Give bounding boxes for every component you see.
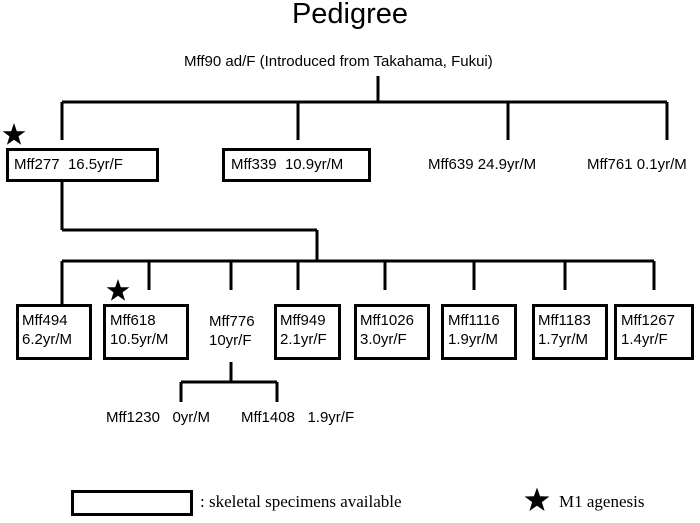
label-mff761: Mff761 0.1yr/M — [587, 155, 687, 174]
id-mff618: Mff618 — [110, 312, 156, 329]
label-mff1267: Mff1267 1.4yr/F — [621, 311, 675, 349]
info-mff1026: 3.0yr/F — [360, 331, 407, 348]
id-mff761: Mff761 — [587, 156, 633, 173]
id-mff494: Mff494 — [22, 312, 68, 329]
box-mff1026 — [354, 304, 430, 360]
id-mff277: Mff277 — [14, 156, 60, 173]
box-mff618 — [103, 304, 189, 360]
diagram-title: Pedigree — [291, 0, 409, 30]
label-mff1116: Mff1116 1.9yr/M — [448, 311, 500, 349]
label-mff949: Mff949 2.1yr/F — [280, 311, 327, 349]
box-mff1267 — [614, 304, 694, 360]
box-mff339 — [222, 148, 371, 182]
star-icon-mff618 — [106, 279, 130, 301]
box-mff277 — [6, 148, 159, 182]
founder-label: Mff90 ad/F (Introduced from Takahama, Fu… — [184, 53, 493, 70]
label-mff277: Mff277 16.5yr/F — [14, 155, 123, 174]
info-mff494: 6.2yr/M — [22, 331, 73, 348]
box-mff1116 — [441, 304, 517, 360]
info-mff949: 2.1yr/F — [280, 331, 327, 348]
legend-box-text: : skeletal specimens available — [200, 492, 402, 511]
id-mff639: Mff639 — [428, 156, 474, 173]
id-mff1026: Mff1026 — [360, 312, 414, 329]
info-mff639: 24.9yr/M — [477, 156, 537, 173]
id-mff339: Mff339 — [231, 156, 277, 173]
info-mff1408: 1.9yr/F — [307, 409, 355, 426]
id-mff949: Mff949 — [280, 312, 326, 329]
label-mff1408: Mff1408 1.9yr/F — [241, 408, 354, 427]
info-mff776: 10yr/F — [209, 332, 252, 349]
label-mff339: Mff339 10.9yr/M — [231, 155, 343, 174]
info-mff1116: 1.9yr/M — [448, 331, 499, 348]
box-mff949 — [274, 304, 341, 360]
legend-star-text: M1 agenesis — [559, 492, 645, 511]
legend-star-icon — [524, 487, 550, 511]
info-mff339: 10.9yr/M — [284, 156, 344, 173]
box-mff1183 — [532, 304, 608, 360]
label-mff1183: Mff1183 1.7yr/M — [538, 311, 591, 349]
info-mff618: 10.5yr/M — [110, 331, 169, 348]
info-mff761: 0.1yr/M — [636, 156, 687, 173]
id-mff1183: Mff1183 — [538, 312, 591, 329]
info-mff1183: 1.7yr/M — [538, 331, 589, 348]
label-mff776: Mff776 10yr/F — [209, 312, 255, 350]
legend-box-swatch — [71, 490, 193, 516]
id-mff1408: Mff1408 — [241, 409, 295, 426]
id-mff1267: Mff1267 — [621, 312, 675, 329]
star-icon-mff277 — [2, 123, 26, 145]
label-mff494: Mff494 6.2yr/M — [22, 311, 72, 349]
label-mff1026: Mff1026 3.0yr/F — [360, 311, 414, 349]
label-mff1230: Mff1230 0yr/M — [106, 408, 210, 427]
label-mff618: Mff618 10.5yr/M — [110, 311, 168, 349]
box-mff494 — [16, 304, 92, 360]
id-mff1116: Mff1116 — [448, 312, 500, 329]
info-mff1230: 0yr/M — [172, 409, 210, 426]
label-mff639: Mff639 24.9yr/M — [428, 155, 536, 174]
id-mff1230: Mff1230 — [106, 409, 160, 426]
id-mff776: Mff776 — [209, 313, 255, 330]
info-mff1267: 1.4yr/F — [621, 331, 668, 348]
info-mff277: 16.5yr/F — [67, 156, 123, 173]
